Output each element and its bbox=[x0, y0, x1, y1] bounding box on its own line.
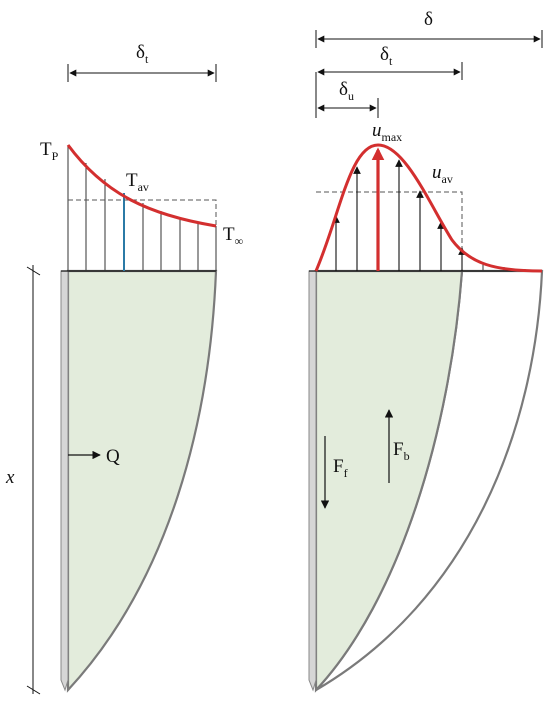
t-av-dashed-box bbox=[68, 199, 217, 226]
delta-t-dimension-left: δt bbox=[67, 42, 217, 82]
thermal-boundary-region bbox=[66, 269, 218, 693]
u-av-label: uav bbox=[432, 162, 453, 186]
delta-dimension: δ bbox=[315, 9, 543, 48]
delta-u-label: δu bbox=[339, 79, 354, 103]
q-label: Q bbox=[106, 446, 120, 467]
right-panel: δ δt δu bbox=[308, 9, 544, 693]
u-av-dashed-box bbox=[316, 191, 463, 271]
x-label: x bbox=[5, 467, 15, 488]
delta-u-dimension: δu bbox=[315, 72, 379, 118]
u-max-label: umax bbox=[372, 120, 402, 144]
delta-label: δ bbox=[424, 9, 433, 30]
delta-t-label-left: δt bbox=[136, 42, 149, 66]
x-dimension: x bbox=[5, 265, 41, 695]
f-f-label: Ff bbox=[333, 456, 348, 480]
wall-left bbox=[60, 270, 69, 692]
t-av-label: Tav bbox=[126, 170, 149, 194]
t-p-label: TP bbox=[40, 139, 59, 163]
wall-right bbox=[308, 270, 317, 692]
left-panel: δt TP Tav T∞ Q bbox=[5, 42, 243, 695]
velocity-curve bbox=[314, 143, 543, 273]
temperature-curve bbox=[66, 144, 217, 228]
temperature-profile-lines bbox=[67, 145, 217, 271]
t-inf-label: T∞ bbox=[223, 224, 243, 248]
velocity-arrows bbox=[332, 159, 466, 271]
delta-t-label-right: δt bbox=[380, 44, 393, 68]
f-b-label: Fb bbox=[393, 439, 410, 463]
delta-t-dimension-right: δt bbox=[317, 44, 463, 80]
